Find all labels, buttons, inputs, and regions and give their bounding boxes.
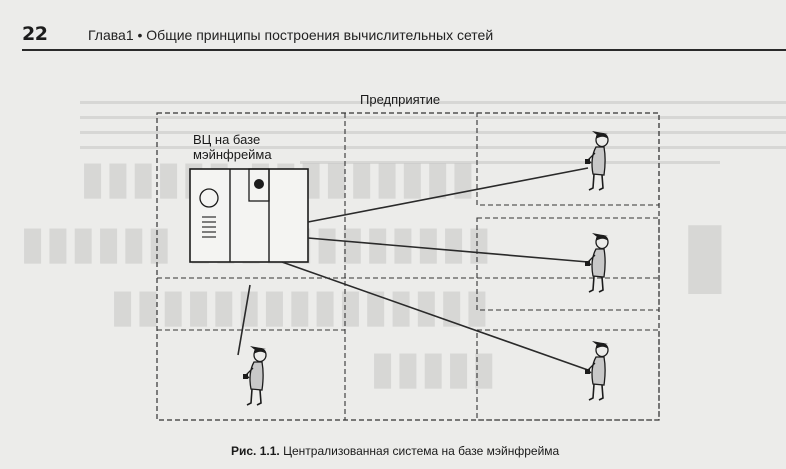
header-rule <box>22 49 786 51</box>
page-number: 22 <box>22 23 48 45</box>
bleed-through-line <box>80 116 786 119</box>
bleed-through-line <box>80 146 786 149</box>
indicator-dot <box>254 179 264 189</box>
room-right-bottom <box>476 329 660 421</box>
running-head: Глава1 • Общие принципы построения вычис… <box>88 27 494 43</box>
link-local-terminal <box>237 284 251 356</box>
tape-reel <box>199 188 219 208</box>
terminal-user-bottom <box>584 340 609 401</box>
link-middle-terminal <box>307 237 589 263</box>
figure-caption: Рис. 1.1. Централизованная система на ба… <box>231 444 559 458</box>
bleed-through-line <box>80 101 786 104</box>
cabinet-panel <box>248 168 270 202</box>
bleed-through-heading: ▮▮▮▮▮▮▮▮▮▮▮▮▮▮▮ <box>110 278 490 332</box>
vent-slots <box>202 216 216 238</box>
terminal-user-middle <box>584 232 609 293</box>
caption-label: Рис. 1.1. <box>231 444 280 458</box>
page-header: 22 Глава1 • Общие принципы построения вы… <box>22 20 786 46</box>
mainframe-label: ВЦ на базе мэйнфрейма <box>193 132 272 162</box>
bleed-through-heading: ▮▮▮▮▮ <box>370 340 497 394</box>
mainframe-cabinet <box>189 168 309 263</box>
enterprise-boundary <box>156 112 660 421</box>
bleed-through-line <box>80 131 786 134</box>
room-right-middle <box>476 217 660 311</box>
link-top-terminal <box>307 167 589 223</box>
caption-text: Централизованная система на базе мэйнфре… <box>283 444 560 458</box>
terminal-user-local <box>242 345 267 406</box>
bleed-through-line <box>300 161 720 164</box>
link-bottom-terminal <box>281 261 589 371</box>
room-right-top <box>476 112 660 206</box>
bleed-through-heading: ▮ <box>680 200 730 305</box>
terminal-user-top <box>584 130 609 191</box>
enterprise-label: Предприятие <box>360 92 441 107</box>
connection-lines <box>237 167 589 371</box>
